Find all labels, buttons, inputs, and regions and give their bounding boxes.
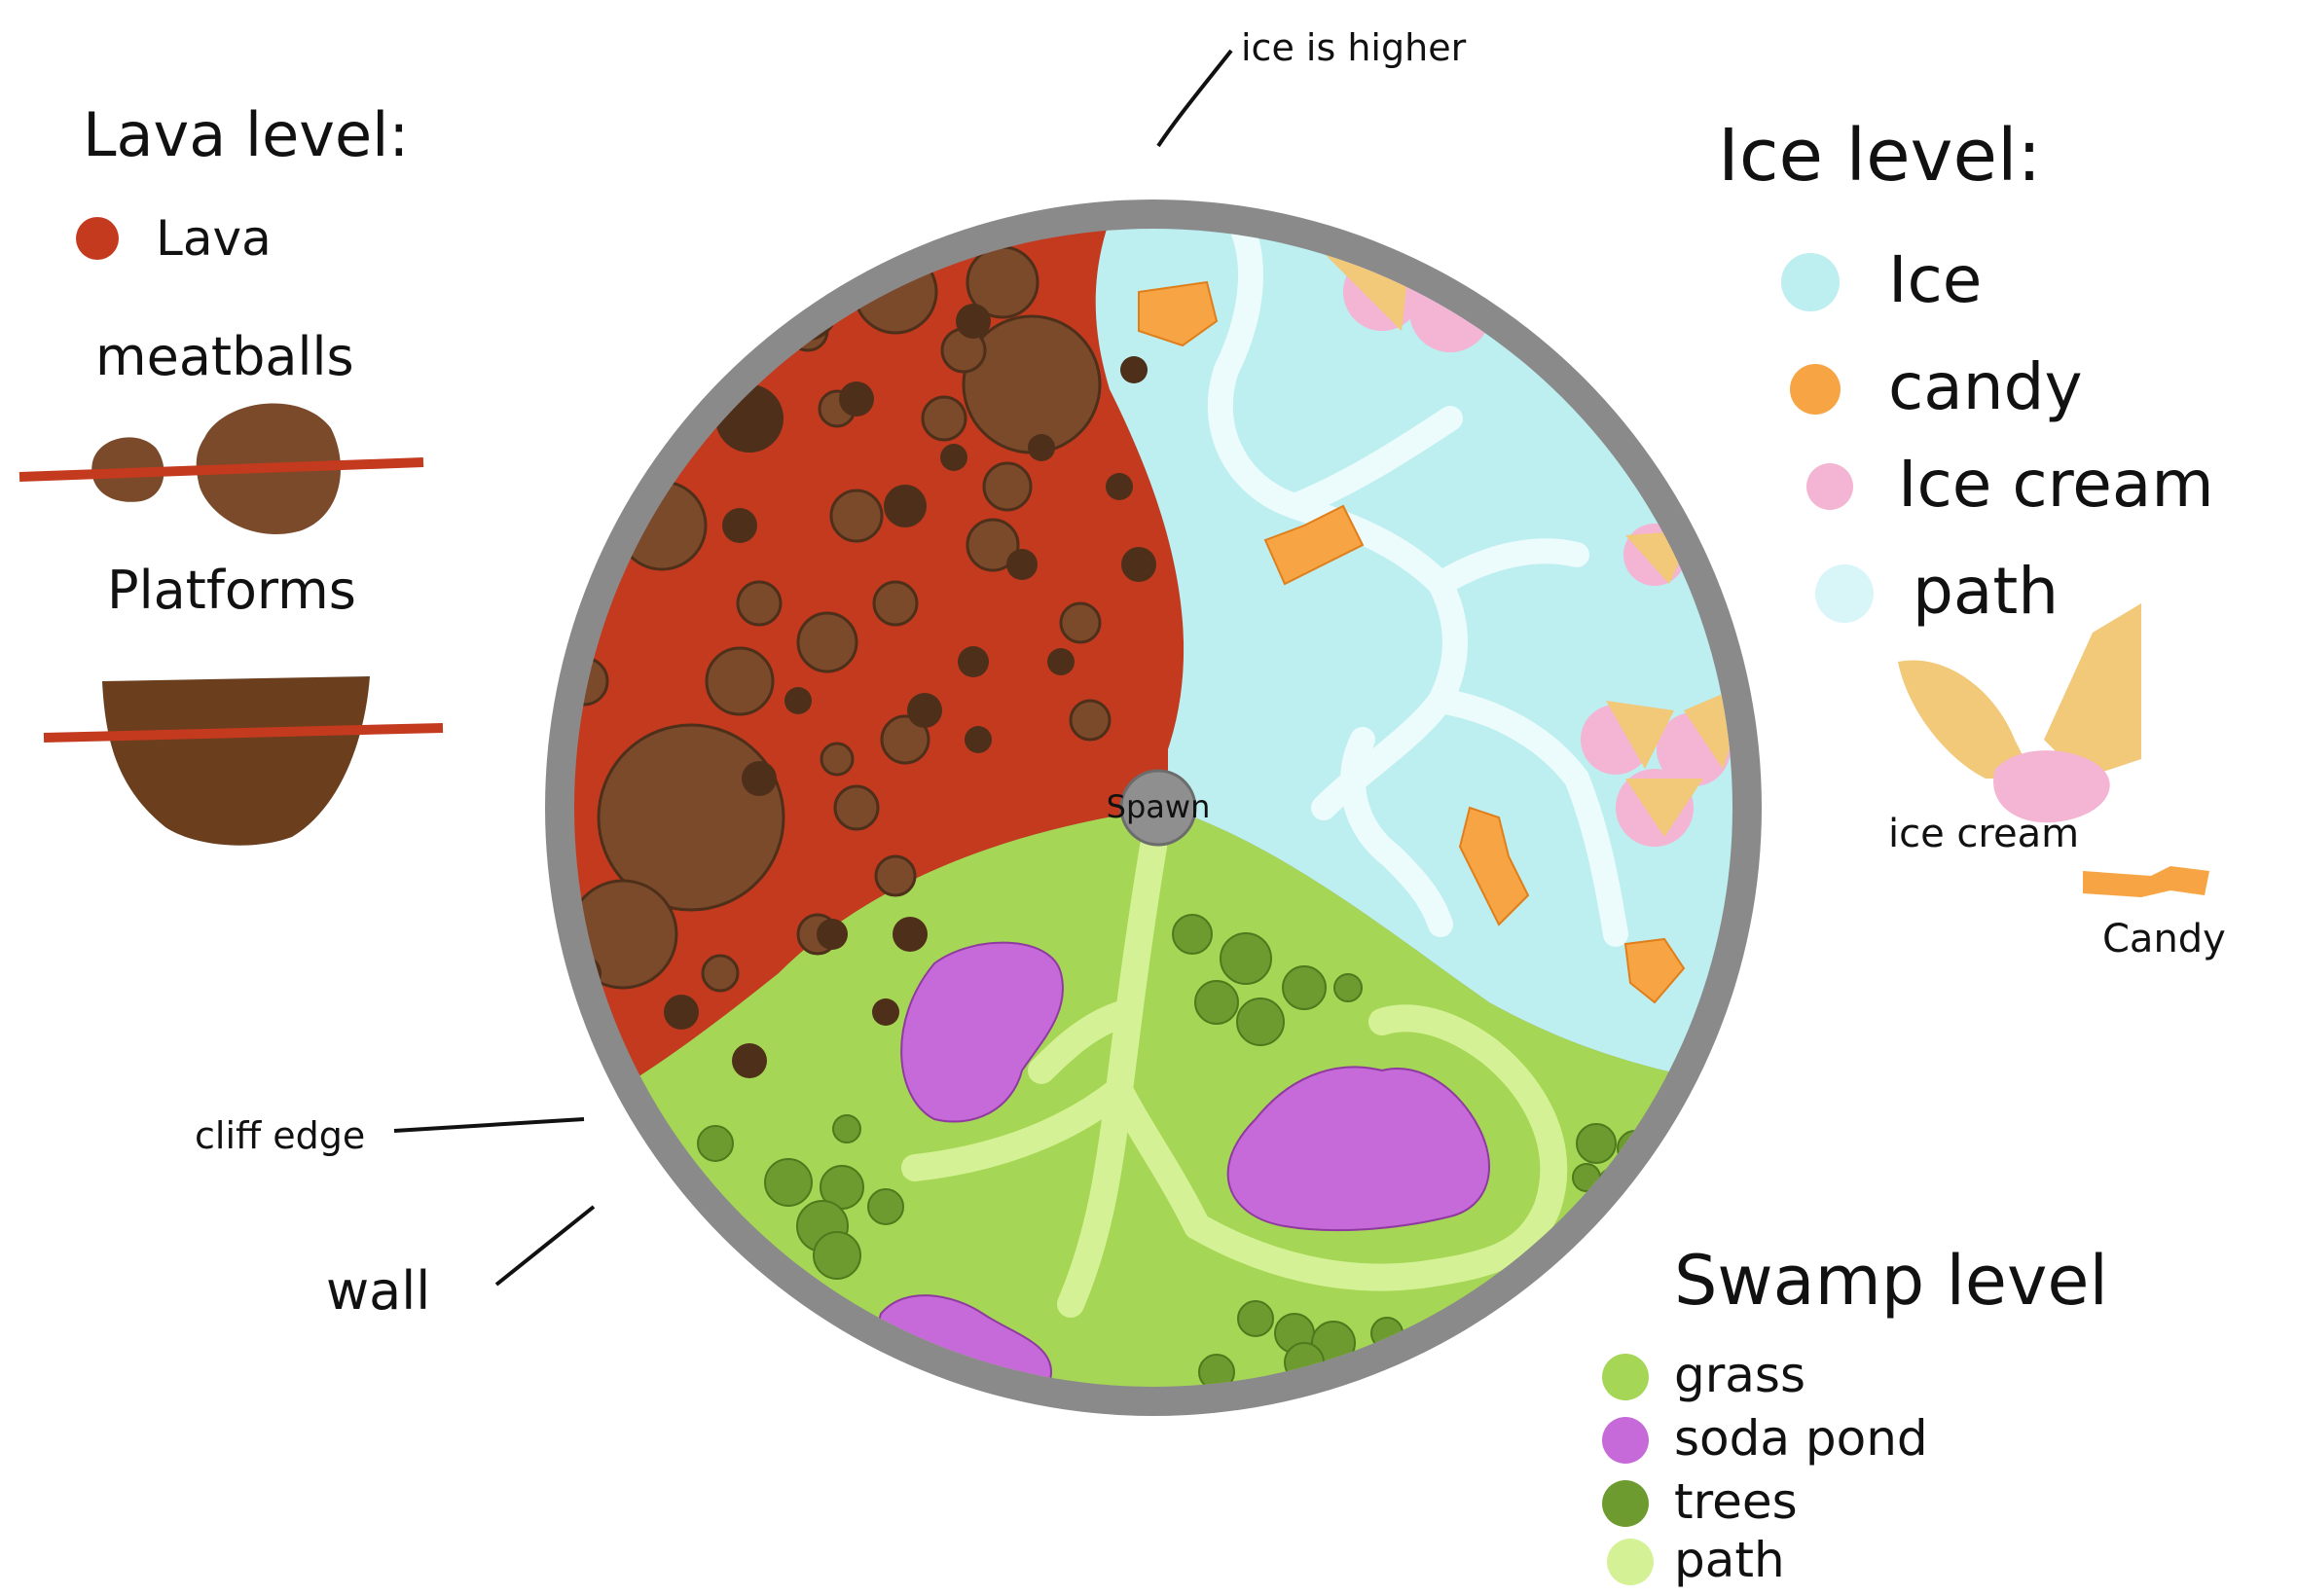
meatballs xyxy=(574,229,1112,993)
tree-dot xyxy=(1602,1480,1649,1527)
swamp-legend: Swamp level grass soda pond trees path xyxy=(1602,1241,2108,1588)
cliff-edge-pointer xyxy=(393,1117,585,1133)
swamp-path-dot xyxy=(1607,1539,1654,1585)
ice-cream-sample xyxy=(1898,603,2141,823)
swamp-paths xyxy=(901,833,1568,1318)
candy-dot xyxy=(1790,364,1841,415)
level-map: Spawn xyxy=(545,200,1762,1416)
platforms-sample xyxy=(43,676,444,846)
path-dot xyxy=(1815,564,1874,623)
platforms-label: Platforms xyxy=(107,560,356,621)
ice-dot xyxy=(1781,253,1840,311)
candy-sample-label: Candy xyxy=(2102,917,2226,961)
swamp-legend-title: Swamp level xyxy=(1674,1241,2108,1321)
candies xyxy=(1138,280,1686,1004)
ice-legend-item-label: candy xyxy=(1888,349,2083,424)
soda-pond xyxy=(900,941,1064,1123)
spawn-label: Spawn xyxy=(1107,788,1211,825)
meatballs-sample xyxy=(18,403,424,534)
cliff-edge-label: cliff edge xyxy=(195,1114,365,1157)
spawn-point xyxy=(1119,769,1197,847)
ice-legend-item-label: Ice xyxy=(1888,242,1982,317)
ice-cream-cluster xyxy=(1581,681,1732,847)
candy xyxy=(1263,504,1365,586)
grass-dot xyxy=(1602,1354,1649,1400)
lava-legend: Lava level: Lava meatballs Platforms xyxy=(18,99,444,846)
wall-pointer xyxy=(494,1205,596,1287)
lava-legend-title: Lava level: xyxy=(83,99,409,170)
ice-cream-sample-label: ice cream xyxy=(1888,812,2079,856)
candy xyxy=(1138,280,1219,347)
swamp-legend-item-label: path xyxy=(1674,1532,1785,1588)
ice-legend-item-label: path xyxy=(1913,554,2059,629)
annotations: ice is higher cliff edge wall xyxy=(195,26,1467,1322)
candy-sample xyxy=(2083,866,2209,897)
lava-legend-item-label: Lava xyxy=(156,210,272,267)
lava-dot xyxy=(76,217,119,260)
wall-label: wall xyxy=(326,1260,430,1322)
soda-pond xyxy=(1226,1066,1490,1232)
candy xyxy=(1458,806,1530,926)
candy xyxy=(1623,937,1686,1004)
swamp-legend-item-label: soda pond xyxy=(1674,1410,1928,1467)
meatballs-label: meatballs xyxy=(95,326,354,387)
soda-pond-dot xyxy=(1602,1417,1649,1464)
ice-legend-title: Ice level: xyxy=(1718,114,2041,198)
ice-legend: Ice level: Ice candy Ice cream path ice … xyxy=(1718,114,2226,961)
swamp-legend-item-label: grass xyxy=(1674,1347,1805,1403)
ice-legend-item-label: Ice cream xyxy=(1898,447,2214,522)
ice-is-higher-pointer xyxy=(1156,49,1233,148)
ice-is-higher-label: ice is higher xyxy=(1241,26,1467,69)
ice-cream-dot xyxy=(1806,463,1853,510)
swamp-legend-item-label: trees xyxy=(1674,1473,1798,1530)
